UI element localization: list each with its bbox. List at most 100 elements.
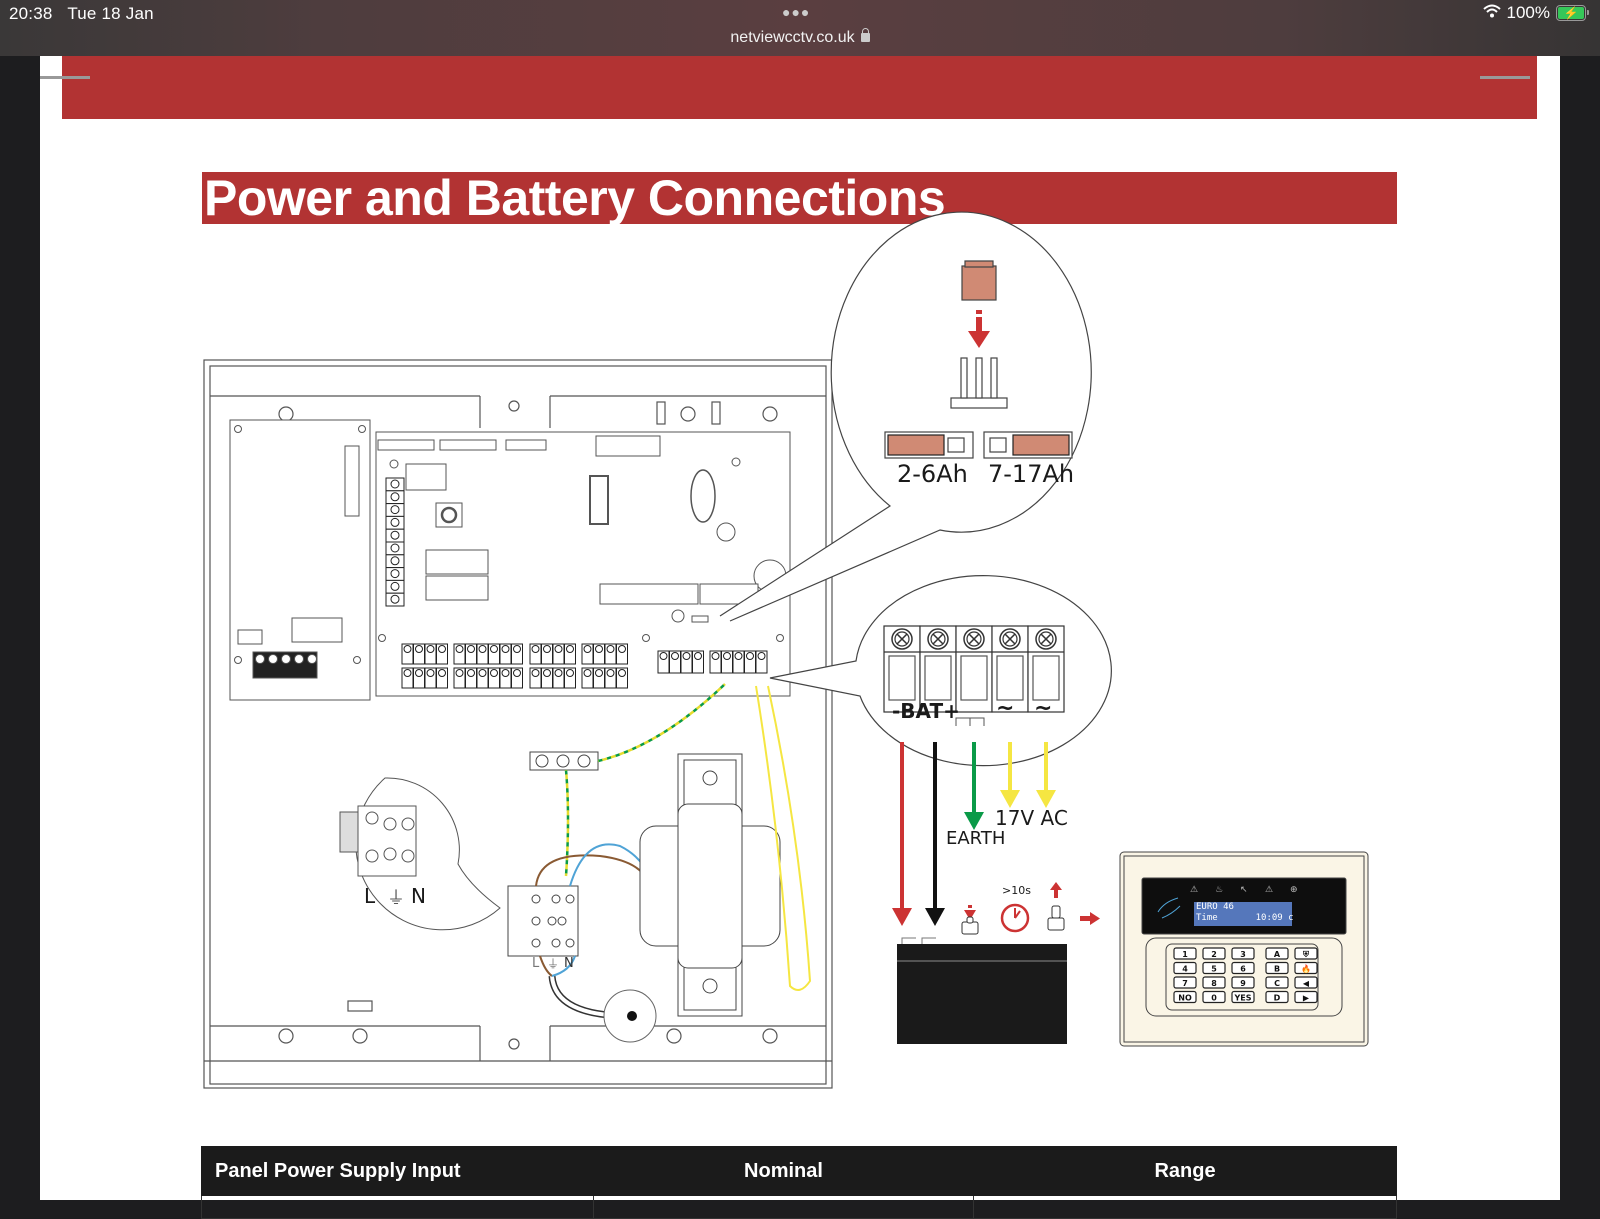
- jumper-option-2-6ah: 2-6Ah: [897, 460, 968, 488]
- crop-mark: [40, 76, 90, 79]
- keypad-key[interactable]: A: [1265, 947, 1289, 960]
- keypad-key[interactable]: 🔥: [1294, 961, 1318, 975]
- mains-callout: [339, 777, 501, 931]
- lock-icon: [860, 28, 870, 42]
- pcb-terminal: [413, 667, 425, 689]
- keypad-key-label: D: [1274, 994, 1281, 1003]
- keypad-key-label: B: [1274, 965, 1280, 974]
- pcb-terminal: [593, 667, 605, 689]
- pcb-power-terminal: [680, 650, 693, 674]
- big-terminal: [955, 625, 993, 713]
- keypad-key[interactable]: 4: [1173, 961, 1197, 975]
- pcb-terminal: [401, 667, 414, 689]
- lcd-line-1: EURO 46: [1196, 902, 1234, 912]
- keypad-key[interactable]: B: [1265, 961, 1289, 975]
- pcb-side-terminal: [385, 567, 405, 581]
- callout-neutral-label: N: [411, 884, 426, 908]
- keypad-key[interactable]: ▶: [1294, 990, 1318, 1004]
- pcb-terminal: [499, 643, 512, 665]
- keypad-key-label: 7: [1182, 979, 1188, 988]
- keypad-key-label: 2: [1211, 950, 1217, 959]
- table-header-row: Panel Power Supply Input Nominal Range: [201, 1146, 1397, 1196]
- keypad-key[interactable]: 7: [1173, 976, 1197, 989]
- pcb-terminal: [511, 643, 523, 665]
- pcb-terminal: [401, 643, 414, 665]
- document-page: Power and Battery Connections: [40, 56, 1560, 1219]
- block-live-label: L: [532, 956, 540, 971]
- svg-text:⚠: ⚠: [1265, 885, 1273, 895]
- keypad-key-label: 9: [1240, 979, 1246, 988]
- keypad-key[interactable]: 2: [1202, 947, 1226, 960]
- keypad-key-label: ◀: [1303, 979, 1310, 988]
- keypad-key[interactable]: C: [1265, 976, 1289, 989]
- keypad-key[interactable]: 9: [1231, 976, 1255, 989]
- pcb-terminal: [593, 643, 605, 665]
- pcb-terminal: [564, 643, 576, 665]
- pcb-bottom-terminals: [385, 477, 768, 689]
- timer-icon: [1000, 903, 1030, 933]
- mains-terminal-block: [507, 885, 579, 957]
- button-press-icon: [961, 905, 979, 935]
- expansion-terminal-block: [252, 651, 318, 679]
- keypad-key[interactable]: D: [1265, 990, 1289, 1004]
- keypad-key-label: A: [1274, 950, 1281, 959]
- keypad-key[interactable]: 5: [1202, 961, 1226, 975]
- col-header-input: Panel Power Supply Input: [201, 1146, 594, 1196]
- keypad-key[interactable]: 6: [1231, 961, 1255, 975]
- pcb-terminal: [453, 643, 466, 665]
- svg-text:↖: ↖: [1240, 885, 1248, 895]
- keypad-key-label: 5: [1211, 965, 1217, 974]
- keypad-key[interactable]: ◀: [1294, 976, 1318, 989]
- pcb-terminal: [476, 643, 489, 665]
- pcb-terminal: [541, 667, 553, 689]
- keypad-key[interactable]: 1: [1173, 947, 1197, 960]
- jumper-option-7-17ah: 7-17Ah: [988, 460, 1075, 488]
- svg-text:⊕: ⊕: [1290, 885, 1298, 895]
- keypad-key[interactable]: YES: [1231, 990, 1255, 1004]
- battery-charging-icon: ⚡: [1556, 5, 1589, 21]
- pcb-power-terminal: [755, 650, 768, 674]
- keypad-key-label: 0: [1211, 994, 1217, 1003]
- lcd-line-2: Time 10:09 c: [1196, 913, 1294, 923]
- wifi-icon: [1482, 4, 1501, 22]
- ac-voltage-label: 17V AC: [995, 806, 1068, 830]
- keypad-key[interactable]: 0: [1202, 990, 1226, 1004]
- earth-wire-to-pcb: [597, 683, 726, 763]
- pcb-power-terminal: [732, 650, 745, 674]
- keypad-key[interactable]: 3: [1231, 947, 1255, 960]
- keypad-key-label: C: [1274, 979, 1280, 988]
- pcb-side-terminal: [385, 528, 405, 543]
- keypad-key-label: 8: [1211, 979, 1217, 988]
- earth-strip: [529, 751, 599, 771]
- pcb-side-terminal: [385, 490, 405, 505]
- pcb-terminal: [581, 643, 594, 665]
- pcb-terminal: [488, 643, 500, 665]
- pcb-terminal: [581, 667, 594, 689]
- pcb-terminal: [529, 643, 542, 665]
- address-bar[interactable]: netviewcctv.co.uk: [0, 28, 1600, 47]
- pcb-terminal: [604, 667, 617, 689]
- keypad-key-label: 6: [1240, 965, 1246, 974]
- hold-time-label: >10s: [1002, 884, 1031, 897]
- block-neutral-label: N: [564, 956, 574, 971]
- big-terminal: [991, 625, 1029, 713]
- big-terminal: [919, 625, 957, 713]
- expansion-board: [229, 419, 371, 701]
- keypad-key-label: 🔥: [1301, 964, 1311, 974]
- pcb-side-terminal: [385, 515, 405, 530]
- pcb-side-terminal: [385, 592, 405, 607]
- pcb-terminal: [488, 667, 500, 689]
- jumper-callout: [719, 211, 1092, 622]
- keypad-key[interactable]: 8: [1202, 976, 1226, 989]
- pcb-terminal: [436, 667, 448, 689]
- pcb-power-terminal: [744, 650, 756, 674]
- section-title: Power and Battery Connections: [204, 170, 946, 226]
- keypad-key[interactable]: ⛨: [1294, 947, 1318, 960]
- keypad-key[interactable]: NO: [1173, 990, 1197, 1004]
- callout-earth-symbol: ⏚: [387, 888, 405, 909]
- table-row: [201, 1195, 1397, 1219]
- more-dots-icon[interactable]: ●●●: [782, 4, 811, 20]
- svg-text:♨: ♨: [1215, 885, 1223, 895]
- lcd-display: EURO 46 Time 10:09 c: [1196, 902, 1294, 924]
